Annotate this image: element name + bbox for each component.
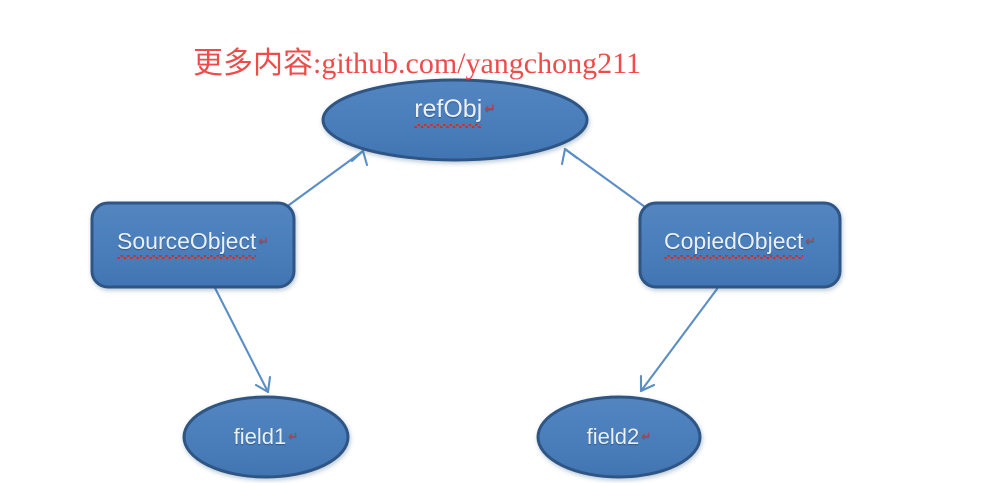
spellcheck-underline-icon [414, 124, 483, 128]
connector-copied-to-refobj [560, 147, 647, 209]
node-label-field1: field1↵ [184, 424, 348, 450]
header-watermark-text: 更多内容:github.com/yangchong211 [193, 47, 642, 80]
connector-source-to-refobj [287, 149, 369, 207]
node-shape-field2[interactable] [536, 395, 702, 479]
node-label-field1-text: field1 [233, 424, 287, 449]
connector-copied-to-field2 [639, 287, 719, 393]
connector-source-to-field1 [213, 286, 272, 394]
node-label-source-object: SourceObject↵ [92, 228, 294, 259]
node-label-field2: field2↵ [538, 424, 700, 450]
node-label-copied-object: CopiedObject↵ [640, 228, 840, 259]
node-shape-copied-object[interactable] [638, 201, 842, 289]
node-label-refobj-text: refObj [414, 95, 483, 123]
spellcheck-underline-icon [117, 255, 257, 259]
paragraph-mark-icon: ↵ [484, 100, 496, 116]
node-label-field2-text: field2 [586, 424, 640, 449]
node-label-source-object-text: SourceObject [117, 228, 257, 254]
paragraph-mark-icon: ↵ [641, 429, 652, 444]
node-shape-field1[interactable] [182, 395, 350, 479]
node-shape-refobj[interactable] [321, 78, 589, 162]
paragraph-mark-icon: ↵ [258, 233, 269, 248]
node-shape-source-object[interactable] [90, 201, 296, 289]
node-label-copied-object-text: CopiedObject [664, 228, 804, 254]
paragraph-mark-icon: ↵ [288, 429, 299, 444]
paragraph-mark-icon: ↵ [805, 233, 816, 248]
node-label-refobj: refObj↵ [322, 95, 588, 128]
spellcheck-underline-icon [664, 255, 804, 259]
